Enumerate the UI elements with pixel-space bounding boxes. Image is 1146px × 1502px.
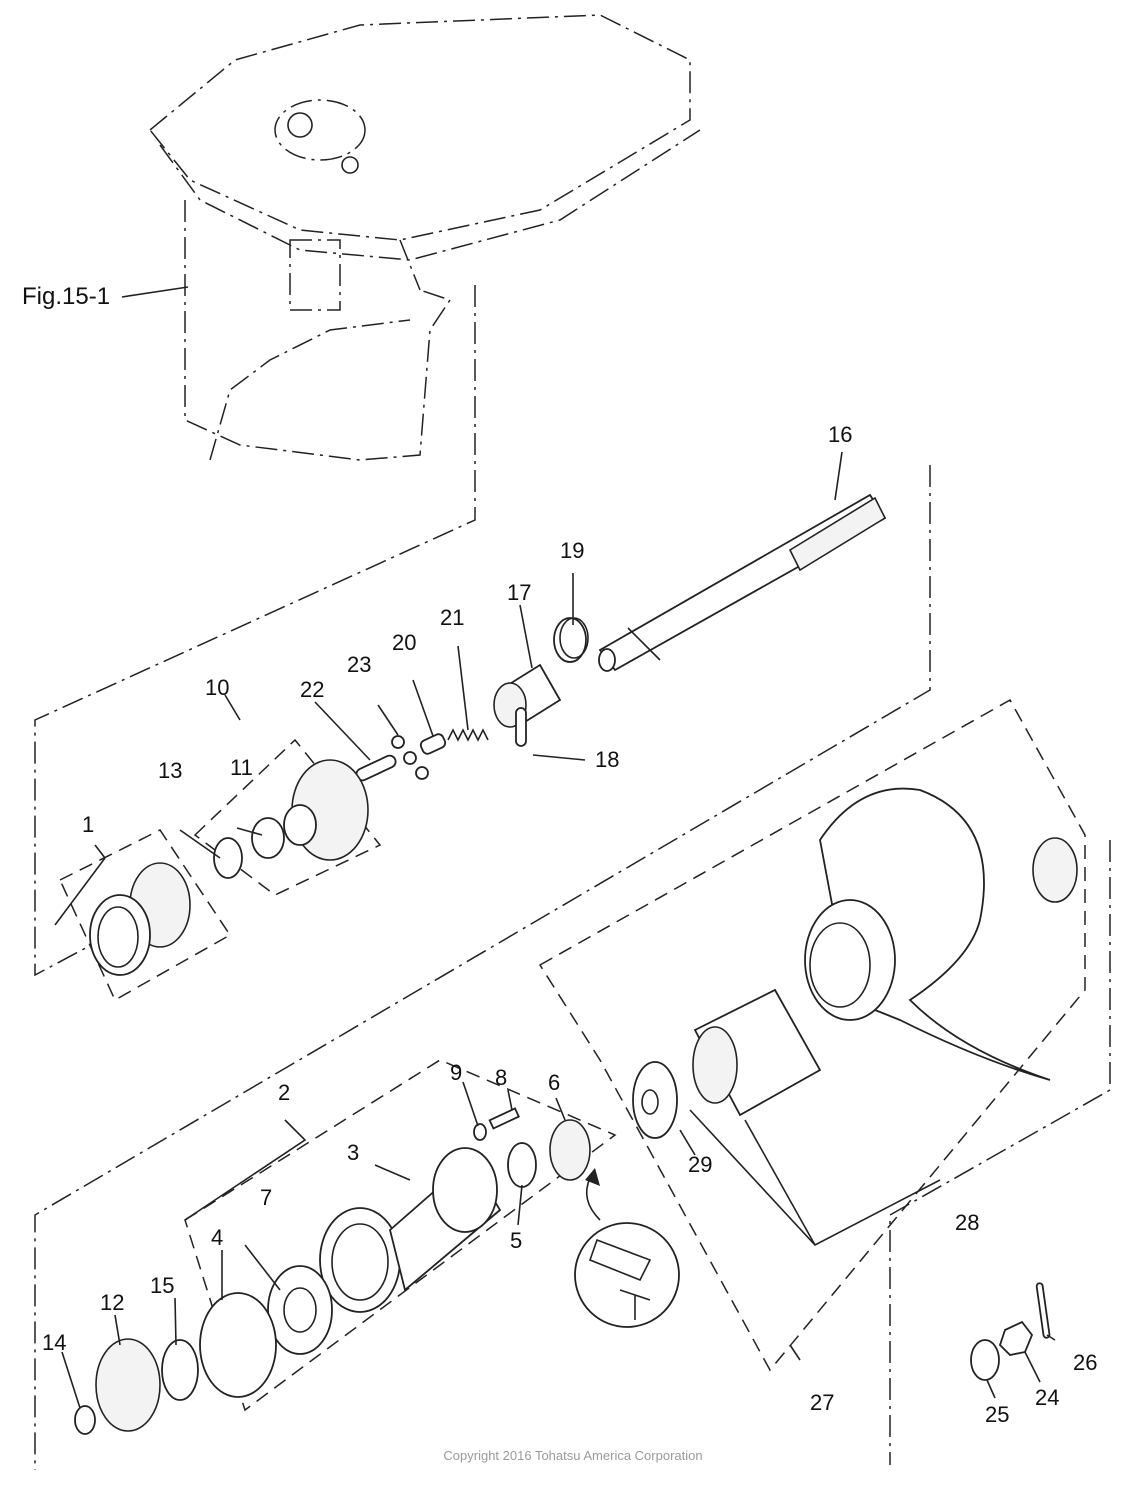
spring-part-21 [447,728,489,742]
shim-part-15 [161,1339,199,1401]
cotter-pin-part-26 [1035,1282,1051,1339]
callout-20: 20 [392,630,416,655]
callout-16: 16 [828,422,852,447]
callout-5: 5 [510,1228,522,1253]
oil-seal-part-6 [549,1119,591,1181]
thrust-washer-part-29 [632,1061,678,1139]
callout-18: 18 [595,747,619,772]
ball-part-23b [403,751,417,765]
bushing-part-28 [692,988,822,1117]
callout-13: 13 [158,758,182,783]
callout-10: 10 [205,675,229,700]
o-ring-part-4 [199,1292,277,1398]
callout-15: 15 [150,1273,174,1298]
retaining-ring-part-14 [74,1405,96,1435]
callout-7: 7 [260,1185,272,1210]
forward-gear-part-12 [95,1338,161,1432]
ball-part-23 [391,735,405,749]
callout-26: 26 [1073,1350,1097,1375]
bearing-carrier-part-3 [319,1147,502,1313]
ball-part-23c [415,766,429,780]
callout-11: 11 [230,755,253,780]
shim-part-13 [213,837,243,879]
callout-4: 4 [211,1225,223,1250]
callout-21: 21 [440,605,464,630]
gear-case-housing [148,14,701,461]
assembly-boundary-right [889,840,1111,1465]
callout-29: 29 [688,1152,712,1177]
nut-part-24 [998,1320,1034,1356]
callout-19: 19 [560,538,584,563]
callout-22: 22 [300,677,324,702]
callout-23: 23 [347,652,371,677]
callout-25: 25 [985,1402,1009,1427]
callout-2: 2 [278,1080,290,1105]
callout-27: 27 [810,1390,834,1415]
needle-bearing-part-5 [507,1142,537,1188]
callout-24: 24 [1035,1385,1059,1410]
arrow-icon [585,1168,600,1186]
clutch-part-17 [493,663,562,728]
assembly-boundary-part-1 [59,829,232,1002]
washer-part-25 [970,1339,1000,1381]
bolt-part-8 [488,1107,520,1130]
assembly-boundary-part-10 [193,738,382,896]
assembly-boundary-part-27 [538,698,1086,1372]
leader-lines [54,451,1056,1409]
callout-14: 14 [42,1330,66,1355]
assembly-boundary-main [34,465,931,1470]
ball-bearing-part-7 [267,1265,333,1355]
propeller-shaft-part-16 [598,493,887,672]
callout-1: 1 [82,812,94,837]
figure-reference-label: Fig.15-1 [22,283,110,310]
reverse-gear-part-10 [283,759,369,861]
assembly-boundary-upper [34,285,476,977]
callout-3: 3 [347,1140,359,1165]
callout-6: 6 [548,1070,560,1095]
bearing-part-11 [251,817,285,859]
callout-12: 12 [100,1290,124,1315]
spacer-part-27 [1032,837,1078,903]
figure-reference-leader [121,286,189,298]
washer-part-9 [473,1123,487,1141]
shifter-part-22 [355,754,397,782]
callout-8: 8 [495,1065,507,1090]
copyright-notice: Copyright 2016 Tohatsu America Corporati… [443,1448,703,1463]
plunger-part-20 [419,733,447,755]
callout-9: 9 [450,1060,462,1085]
propeller-part-27 [804,787,1051,1081]
cross-pin-part-18 [515,707,527,747]
callout-17: 17 [507,580,531,605]
callout-28: 28 [955,1210,979,1235]
